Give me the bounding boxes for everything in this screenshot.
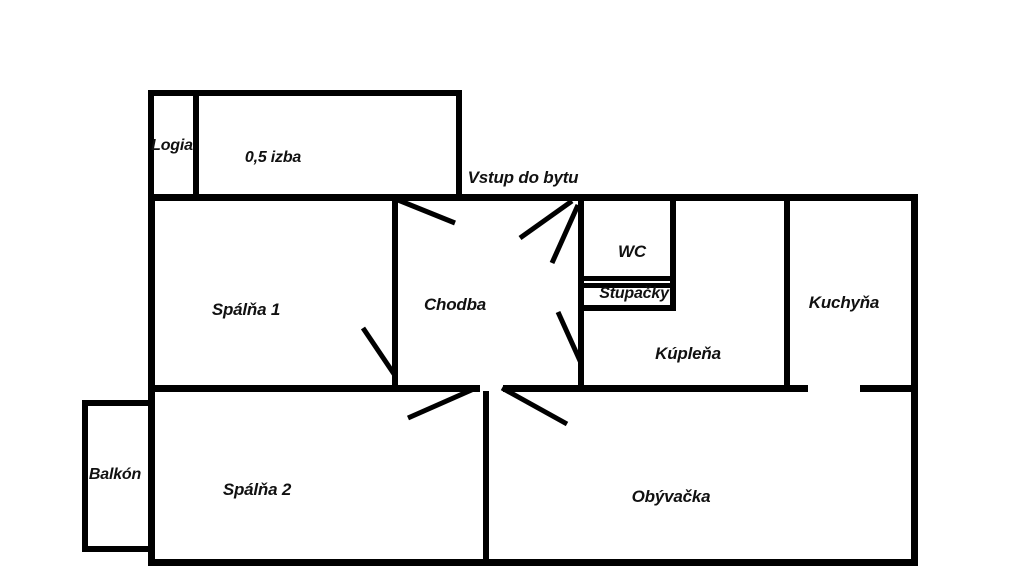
room-label-bedroom1: Spálňa 1 (211, 300, 281, 319)
door-swing-hallway-topleft (397, 197, 456, 226)
wall-middle-left-segment (148, 385, 480, 392)
wall-hallway-left (392, 194, 398, 392)
room-label-wc: WC (618, 242, 646, 261)
door-swing-bedroom1 (360, 326, 397, 376)
wall-risers-top (583, 283, 675, 288)
wall-bedroom2-livingroom (483, 391, 489, 566)
door-swing-livingroom (500, 385, 569, 427)
wall-annex-right (456, 90, 462, 200)
room-label-half-room: 0,5 izba (244, 149, 302, 166)
door-swing-entrance-b (549, 203, 581, 265)
entrance-label: Vstup do bytu (467, 168, 579, 187)
room-label-kitchen: Kuchyňa (808, 293, 880, 312)
wall-balcony-bottom (82, 546, 152, 552)
room-label-living-room: Obývačka (631, 487, 711, 506)
wall-risers-bottom (578, 305, 676, 311)
wall-middle-center-segment (503, 385, 808, 392)
room-label-bedroom2: Spálňa 2 (222, 480, 292, 499)
wall-wc-bottom (578, 276, 676, 281)
door-swing-entrance-a (518, 198, 574, 241)
wall-outer-right (911, 194, 918, 566)
wall-wc-right (670, 194, 676, 311)
wall-balcony-top (82, 400, 152, 406)
wall-annex-left (148, 90, 154, 200)
wall-outer-bottom (148, 559, 918, 566)
door-swing-bathroom (555, 310, 584, 365)
room-label-hallway: Chodba (423, 295, 487, 314)
room-label-balcony: Balkón (88, 466, 142, 483)
wall-balcony-left (82, 400, 88, 552)
wall-middle-right-segment (860, 385, 918, 392)
room-label-risers: Stupačky (599, 285, 669, 302)
door-swing-bedroom2 (406, 385, 478, 421)
wall-outer-top (148, 194, 918, 201)
room-label-bathroom: Kúpleňa (655, 344, 721, 363)
room-label-logia: Logia (151, 137, 193, 154)
wall-hallway-right (578, 194, 584, 392)
wall-logia-divider (193, 90, 199, 200)
wall-annex-top (148, 90, 462, 96)
wall-outer-left (148, 194, 155, 566)
wall-bathroom-kitchen (784, 194, 790, 392)
